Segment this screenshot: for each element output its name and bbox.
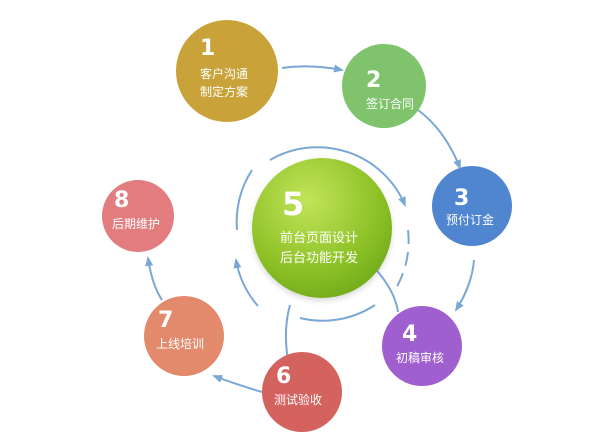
arrow-3-to-4 bbox=[454, 259, 475, 312]
orbit-arc-upper-left bbox=[235, 169, 253, 231]
step-label: 前台页面设计 bbox=[280, 231, 359, 246]
orbit-arc-right bbox=[394, 229, 410, 291]
step-number: 7 bbox=[158, 308, 174, 333]
orbit-arc-left bbox=[233, 258, 259, 307]
orbit-arc-top bbox=[269, 146, 406, 207]
step-label: 制定方案 bbox=[200, 85, 249, 99]
step-number: 8 bbox=[114, 188, 130, 213]
step-6-node: 6 测试验收 bbox=[262, 352, 342, 432]
step-1-node: 1 客户沟通 制定方案 bbox=[176, 20, 278, 122]
step-5-node: 5 前台页面设计 后台功能开发 bbox=[252, 158, 392, 298]
step-label: 后台功能开发 bbox=[280, 251, 359, 266]
arrow-5-to-6 bbox=[284, 304, 291, 361]
step-label: 客户沟通 bbox=[200, 67, 249, 81]
arrow-7-to-8 bbox=[145, 256, 163, 301]
step-number: 1 bbox=[200, 36, 216, 61]
step-label: 测试验收 bbox=[274, 393, 323, 407]
step-number: 6 bbox=[276, 364, 292, 389]
step-7-node: 7 上线培训 bbox=[144, 296, 224, 376]
step-8-node: 8 后期维护 bbox=[102, 180, 174, 252]
arrow-6-to-7 bbox=[212, 375, 263, 393]
arrow-2-to-3 bbox=[417, 109, 461, 170]
step-3-node: 3 预付订金 bbox=[432, 166, 512, 246]
step-2-node: 2 签订合同 bbox=[342, 44, 426, 128]
arrow-1-to-2 bbox=[281, 64, 344, 73]
orbit-arc-bottom bbox=[299, 304, 376, 322]
step-label: 预付订金 bbox=[446, 213, 495, 227]
step-4-node: 4 初稿审核 bbox=[382, 306, 462, 386]
step-number: 4 bbox=[402, 322, 418, 347]
step-number: 2 bbox=[366, 68, 382, 93]
step-number: 5 bbox=[282, 185, 305, 223]
step-number: 3 bbox=[454, 186, 470, 211]
step-label: 签订合同 bbox=[366, 97, 415, 111]
step-label: 初稿审核 bbox=[396, 351, 445, 365]
step-label: 后期维护 bbox=[112, 217, 161, 231]
step-label: 上线培训 bbox=[156, 337, 205, 351]
